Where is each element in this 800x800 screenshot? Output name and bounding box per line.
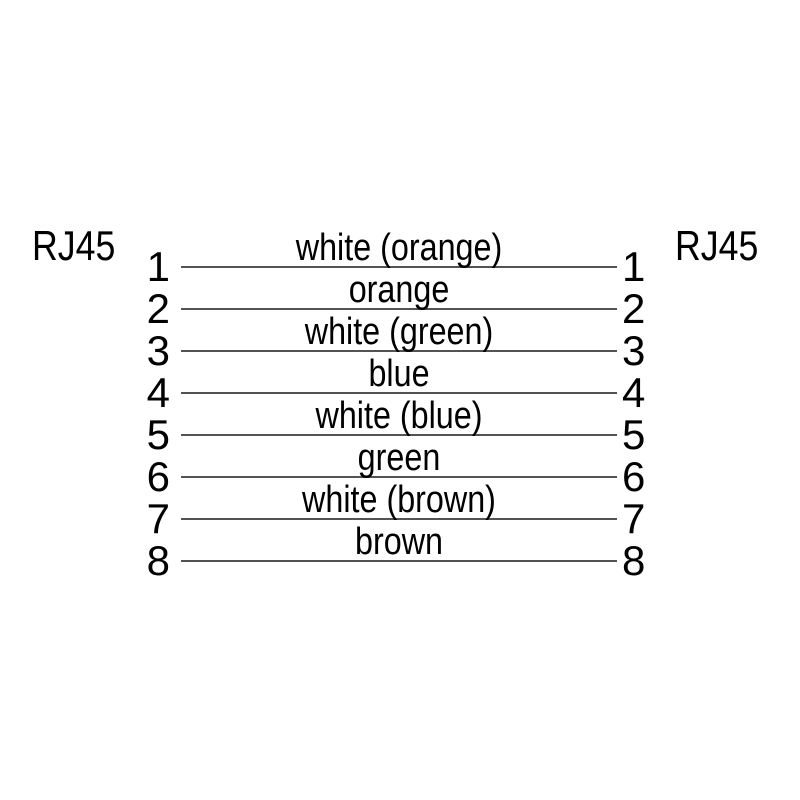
wire-color-label: white (blue): [315, 395, 483, 437]
wire-color-label: blue: [368, 353, 430, 395]
wire-line: [181, 392, 617, 394]
pin-number-left: 8: [146, 537, 170, 584]
pin-number-left: 4: [146, 369, 170, 416]
pin-number-left: 3: [146, 327, 170, 374]
pin-number-left: 1: [146, 243, 170, 290]
pin-number-right: 4: [622, 369, 646, 416]
wire-line: [181, 266, 617, 268]
wire-line: [181, 350, 617, 352]
pin-number-right: 5: [622, 411, 646, 458]
pin-number-left: 2: [146, 285, 170, 332]
pin-number-right: 3: [622, 327, 646, 374]
wire-color-label: white (green): [304, 311, 494, 353]
pin-number-right: 2: [622, 285, 646, 332]
wire-line: [181, 434, 617, 436]
pin-number-left: 5: [146, 411, 170, 458]
pin-number-right: 6: [622, 453, 646, 500]
connector-label-right: RJ45: [675, 222, 759, 269]
pin-number-right: 1: [622, 243, 646, 290]
wire-color-label: white (brown): [302, 479, 496, 521]
connector-label-left: RJ45: [32, 222, 116, 269]
pin-number-right: 7: [622, 495, 646, 542]
pin-number-right: 8: [622, 537, 646, 584]
wire-color-label: white (orange): [295, 227, 503, 269]
wire-color-label: orange: [348, 269, 450, 311]
wire-line: [181, 560, 617, 562]
wire-line: [181, 518, 617, 520]
wire-line: [181, 476, 617, 478]
wire-color-label: brown: [355, 521, 443, 563]
wire-color-label: green: [357, 437, 441, 479]
pin-number-left: 7: [146, 495, 170, 542]
pin-number-left: 6: [146, 453, 170, 500]
wire-line: [181, 308, 617, 310]
